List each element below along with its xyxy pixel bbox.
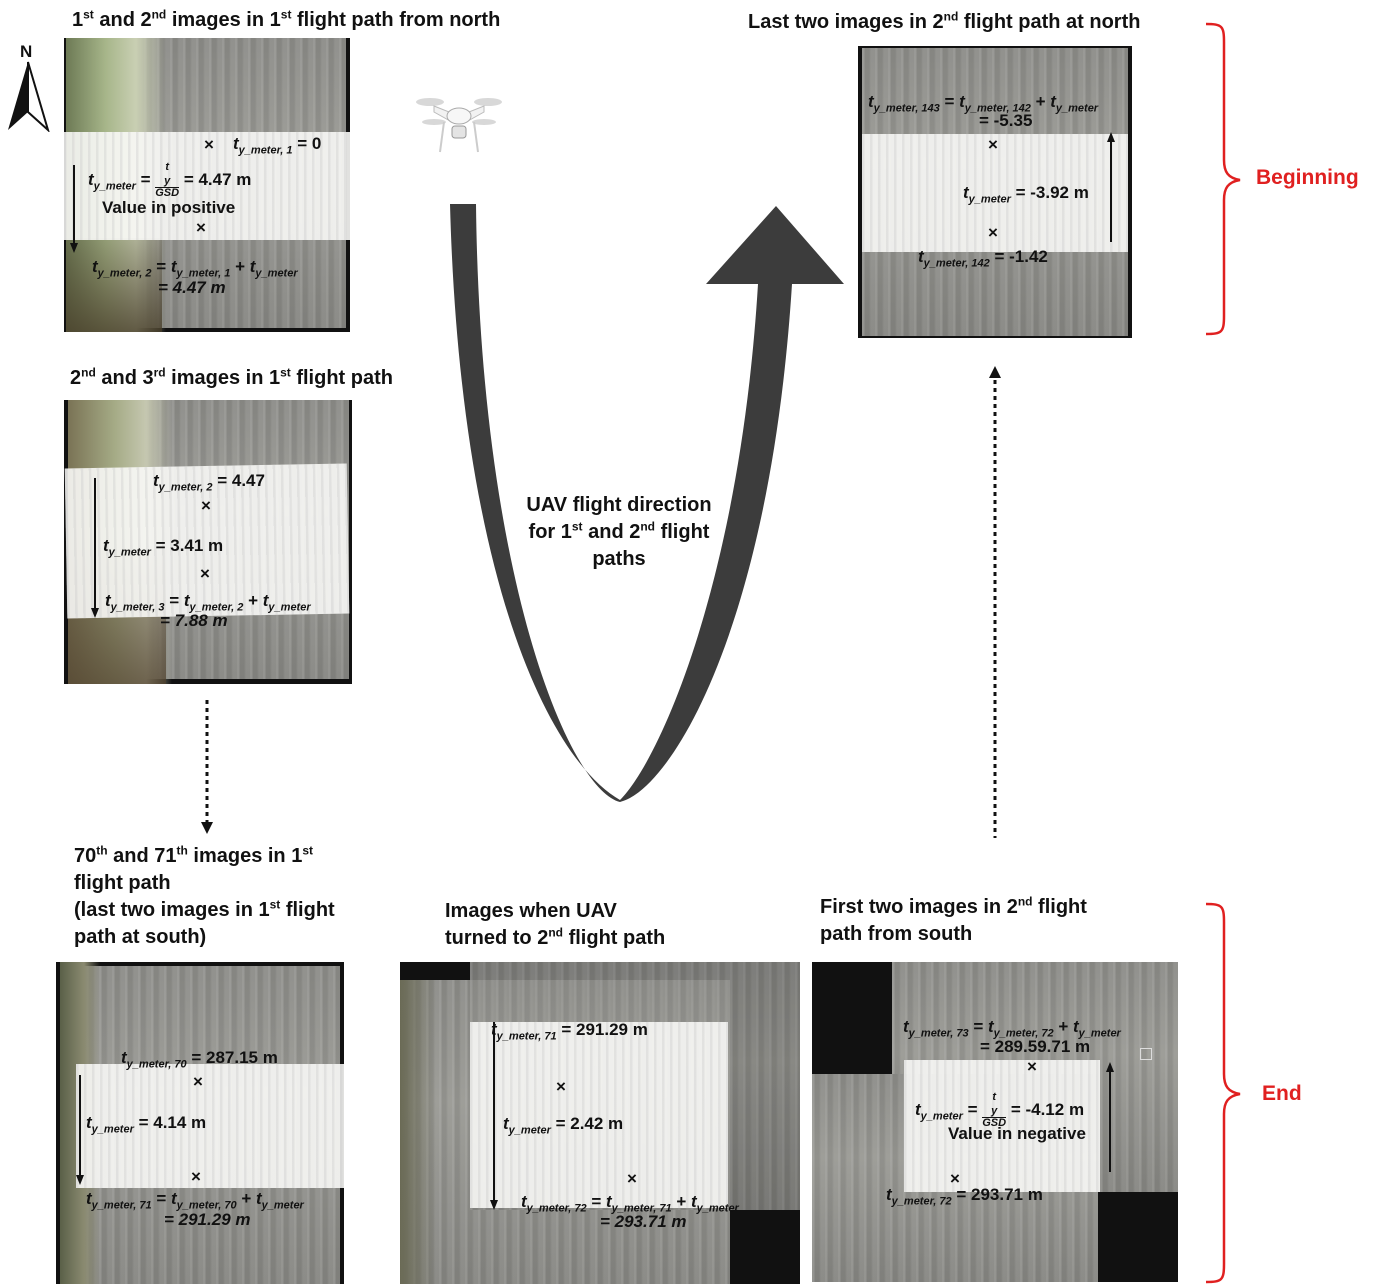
translation-label: ty_meter, 142 = -1.42 [918,247,1048,270]
center-marker: × [556,1077,566,1096]
dotted-arrow-up [989,366,1001,838]
translation-result: = 291.29 m [164,1210,251,1229]
title-panel-5: First two images in 2nd flight path from… [820,894,1087,945]
center-marker: × [193,1072,203,1091]
center-marker: × [988,223,998,242]
center-marker: × [204,135,214,154]
translation-result: = 4.47 m [158,278,226,297]
image-panel-6 [858,46,1132,338]
translation-label: ty_meter, 1 = 0 [233,134,322,157]
title-panel-6: Last two images in 2nd flight path at no… [748,9,1141,33]
translation-label: ty_meter = 3.41 m [103,536,224,559]
translation-label: ty_meter, 72 = ty_meter, 71 + ty_meter [521,1192,739,1215]
bracket-beginning [1205,22,1241,336]
translation-label: ty_meter, 143 = ty_meter, 142 + ty_meter [868,92,1099,115]
translation-label: ty_meter, 2 = 4.47 [153,471,265,494]
translation-label: ty_meter, 72 = 293.71 m [886,1185,1043,1208]
image-panel-4 [400,962,800,1284]
displacement-arrow-panel-1 [70,165,78,253]
center-marker: × [201,496,211,515]
center-marker: × [950,1169,960,1188]
label-end: End [1262,1082,1302,1105]
image-panel-2 [64,400,352,684]
image-panel-3 [56,962,344,1284]
drone-icon [416,98,502,153]
title-panel-4: Images when UAV turned to 2nd flight pat… [445,900,666,949]
sign-note: Value in positive [102,198,236,217]
translation-label: ty_meter, 2 = ty_meter, 1 + ty_meter [92,257,298,280]
translation-label: ty_meter, 70 = 287.15 m [121,1048,278,1071]
translation-label: ty_meter, 71 = 291.29 m [491,1020,648,1043]
image-panel-5 [812,962,1178,1282]
displacement-arrow-panel-5 [1106,1062,1114,1172]
center-marker: × [1027,1057,1037,1076]
translation-label: ty_meter, 3 = ty_meter, 2 + ty_meter [105,591,311,614]
image-panel-1 [64,38,350,332]
center-marker: × [200,564,210,583]
title-panel-2: 2nd and 3rd images in 1st flight path [70,365,393,389]
translation-result: = 293.71 m [600,1212,687,1231]
center-marker: × [196,218,206,237]
title-panel-3: 70th and 71th images in 1st flight path … [74,843,335,948]
translation-label: ty_meter = 2.42 m [503,1114,624,1137]
compass-north-label: N [20,42,33,61]
center-marker: × [988,135,998,154]
title-panel-1: 1st and 2nd images in 1st flight path fr… [72,7,501,31]
bracket-end [1205,902,1241,1284]
center-marker: × [191,1167,201,1186]
displacement-arrow-panel-4 [490,1022,498,1210]
translation-result: = -5.35 [979,111,1033,130]
north-arrow-icon [8,61,50,132]
label-beginning: Beginning [1256,166,1359,189]
translation-label: ty_meter, 73 = ty_meter, 72 + ty_meter [903,1017,1121,1040]
compass: N [6,42,50,134]
translation-result: = 7.88 m [160,611,228,630]
flight-direction-label: UAV flight direction for 1st and 2nd fli… [526,494,712,570]
displacement-arrow-panel-2 [91,478,99,618]
sign-note: Value in negative [948,1124,1086,1143]
flight-direction-uturn-arrow [450,204,844,802]
displacement-arrow-panel-3 [76,1075,84,1185]
displacement-arrow-panel-6 [1107,132,1115,242]
translation-result: = 289.59.71 m [980,1037,1091,1056]
translation-label: ty_meter = -3.92 m [963,183,1089,206]
dotted-arrow-down [201,700,213,834]
translation-label: ty_meter, 71 = ty_meter, 70 + ty_meter [86,1189,304,1212]
center-marker: × [627,1169,637,1188]
translation-label: ty_meter = 4.14 m [86,1113,207,1136]
